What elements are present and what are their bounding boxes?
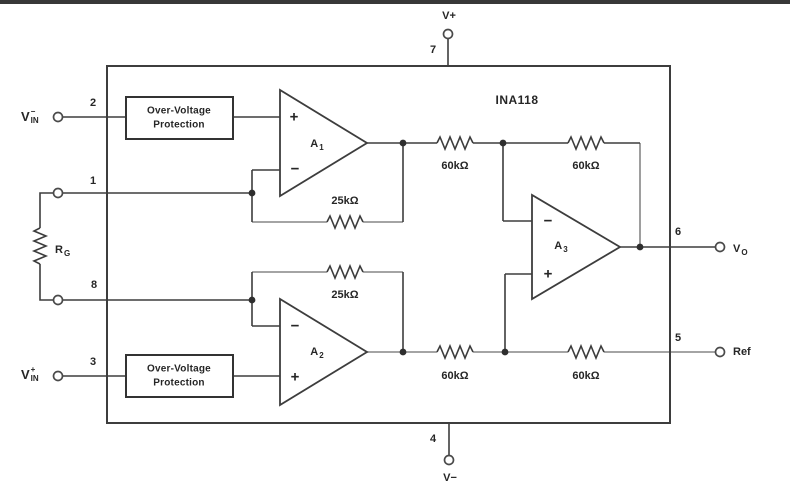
a2-subscript: 2 <box>319 350 324 360</box>
resistor-25k-a1-label: 25kΩ <box>331 195 359 207</box>
opamps <box>279 88 622 407</box>
resistor-25k-a2-label: 25kΩ <box>331 289 359 301</box>
vin-pos-terminal <box>52 370 64 382</box>
terminal-circles <box>52 28 726 466</box>
v-minus-label: V− <box>443 472 457 484</box>
a3-inverting-input-wire <box>502 143 532 222</box>
pin-5-label: 5 <box>674 332 682 344</box>
vin-neg-superscript: − <box>30 106 36 116</box>
a1-plus-sign: + <box>289 108 299 126</box>
pin-2-label: 2 <box>89 97 97 109</box>
page-top-rule <box>0 0 790 4</box>
resistor-60k-feedback-bottom-label: 60kΩ <box>572 370 600 382</box>
vin-neg-label: V − IN <box>21 107 39 125</box>
ovp-top-line1: Over-Voltage <box>147 105 211 117</box>
resistor-60k-feedback-top-label: 60kΩ <box>572 160 600 172</box>
pin-3-label: 3 <box>89 356 97 368</box>
resistor-60k-input-top-label: 60kΩ <box>441 160 469 172</box>
v-out-base: V <box>733 243 741 255</box>
a3-plus-sign: + <box>543 265 553 283</box>
a2-minus-sign: − <box>290 317 300 335</box>
opamp-a2-triangle <box>279 297 369 407</box>
pin-4-label: 4 <box>429 433 437 445</box>
ovp-box-top <box>125 96 234 140</box>
ovp-top-label: Over-Voltage Protection <box>147 105 211 132</box>
ref-label: Ref <box>733 346 751 358</box>
rg-subscript: G <box>63 248 71 258</box>
vin-pos-label: V + IN <box>21 365 39 383</box>
ovp-box-bottom <box>125 354 234 398</box>
v-plus-terminal <box>442 28 454 40</box>
resistor-60k-input-top <box>436 134 474 152</box>
a3-minus-sign: − <box>543 212 553 230</box>
chip-name-label: INA118 <box>495 93 539 107</box>
junction-dot <box>248 189 256 197</box>
junction-dot <box>501 348 509 356</box>
a3-base: A <box>554 240 563 252</box>
vin-neg-terminal <box>52 111 64 123</box>
ovp-top-line2: Protection <box>153 119 205 130</box>
pin1-terminal <box>52 187 64 199</box>
a3-subscript: 3 <box>563 244 568 254</box>
opamp-a3-triangle <box>531 193 622 301</box>
pin-7-label: 7 <box>429 44 437 56</box>
resistors <box>31 134 605 361</box>
wires-dark <box>39 38 715 456</box>
resistor-25k-a2 <box>326 263 364 281</box>
pin8-terminal <box>52 294 64 306</box>
ovp-bottom-label: Over-Voltage Protection <box>147 363 211 390</box>
resistor-60k-input-bottom-label: 60kΩ <box>441 370 469 382</box>
junction-dot <box>399 139 407 147</box>
junction-dot <box>399 348 407 356</box>
opamp-a1-triangle <box>279 88 369 198</box>
pin-1-label: 1 <box>89 175 97 187</box>
v-plus-label: V+ <box>442 10 456 22</box>
wires-light <box>252 143 715 353</box>
resistor-rg <box>31 227 49 265</box>
vin-pos-base: V <box>21 366 30 382</box>
junction-dot <box>636 243 644 251</box>
chip-outline-box <box>106 65 671 424</box>
pin-6-label: 6 <box>674 226 682 238</box>
ref-terminal <box>714 346 726 358</box>
a2-plus-sign: + <box>290 368 300 386</box>
rg-base: R <box>55 244 63 256</box>
vin-pos-subscript: IN <box>30 374 39 383</box>
resistor-60k-input-bottom <box>436 343 474 361</box>
resistor-60k-feedback-top <box>567 134 605 152</box>
vin-neg-subscript: IN <box>30 116 39 125</box>
rg-lead-wires <box>39 192 55 301</box>
a2-base: A <box>310 346 319 358</box>
ovp-bottom-line1: Over-Voltage <box>147 363 211 375</box>
resistor-60k-feedback-bottom <box>567 343 605 361</box>
vin-pos-superscript: + <box>30 364 36 374</box>
a1-minus-sign: − <box>290 160 300 178</box>
junction-dots <box>248 139 644 356</box>
v-out-subscript: O <box>741 247 748 257</box>
ovp-bottom-line2: Protection <box>153 377 205 388</box>
a1-subscript: 1 <box>319 142 324 152</box>
junction-dot <box>499 139 507 147</box>
v-out-terminal <box>714 241 726 253</box>
vin-neg-scripts: − IN <box>31 107 39 125</box>
v-minus-terminal <box>443 454 455 466</box>
resistor-25k-a1 <box>326 213 364 231</box>
vin-neg-base: V <box>21 108 30 124</box>
a3-noninverting-input-wire <box>504 273 532 352</box>
a1-inverting-input-wire <box>251 169 280 222</box>
pin-8-label: 8 <box>90 279 98 291</box>
a1-base: A <box>310 138 319 150</box>
a2-inverting-input-wire <box>251 272 280 327</box>
vin-pos-scripts: + IN <box>31 365 39 383</box>
junction-dot <box>248 296 256 304</box>
